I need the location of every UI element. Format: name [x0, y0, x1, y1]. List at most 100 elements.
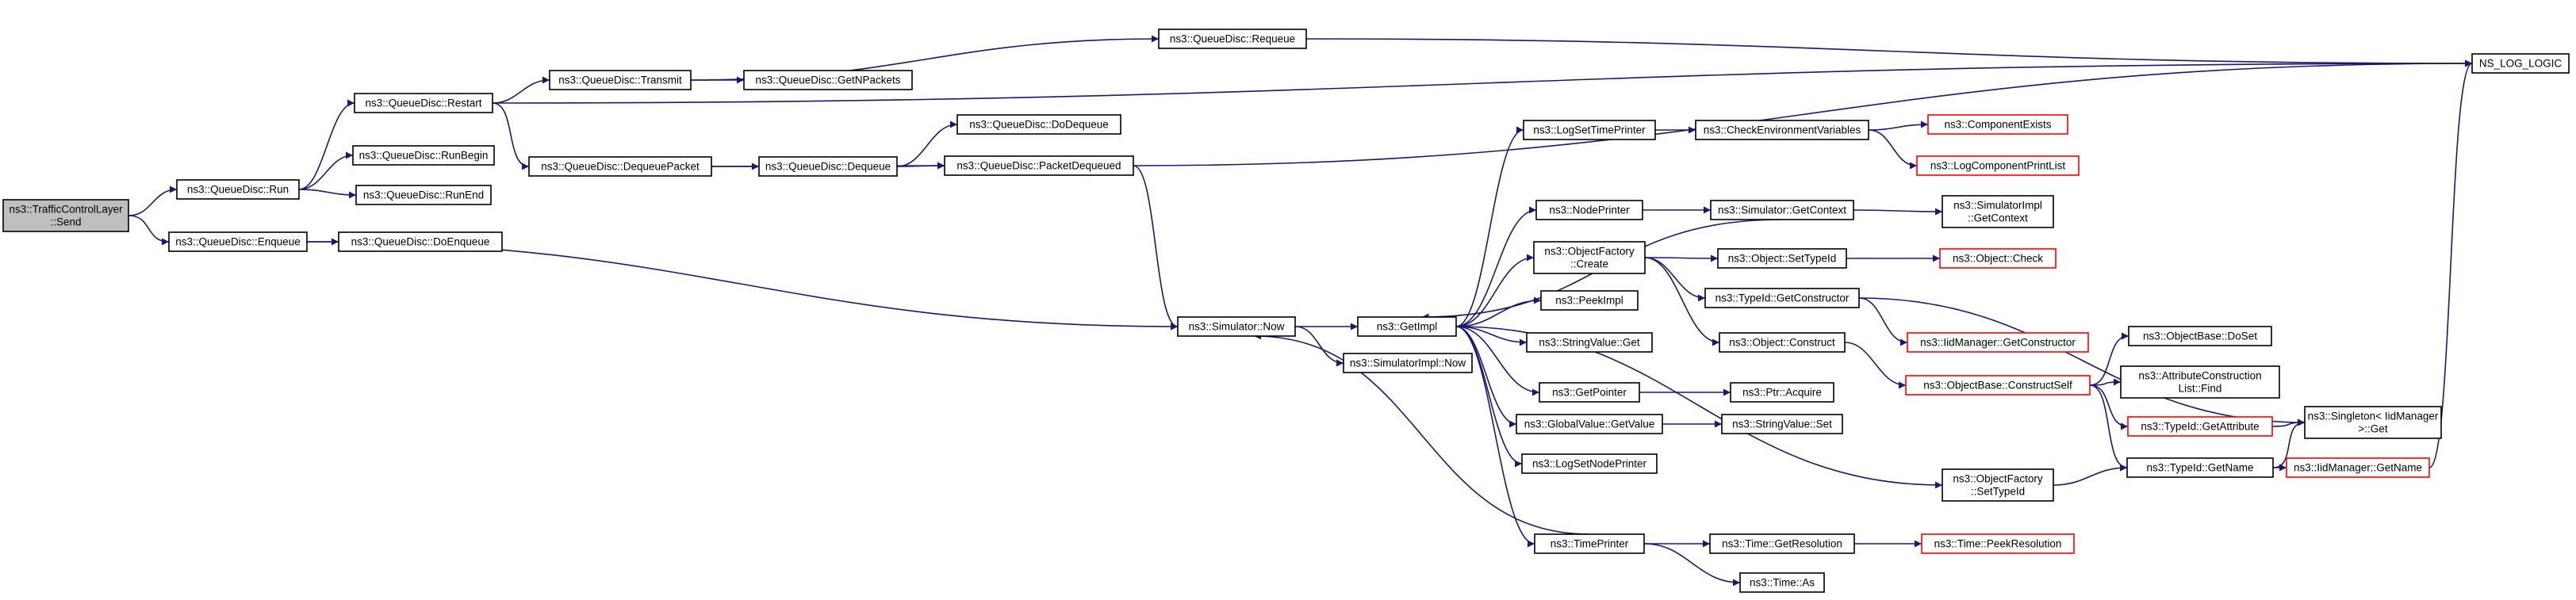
node-label: ns3::ObjectFactory — [1953, 473, 2043, 485]
node-typeid-getname[interactable]: ns3::TypeId::GetName — [2126, 457, 2274, 478]
node-time-peekresolution[interactable]: ns3::Time::PeekResolution — [1921, 533, 2075, 554]
node-componentexists[interactable]: ns3::ComponentExists — [1927, 114, 2068, 135]
node-nodeprinter[interactable]: ns3::NodePrinter — [1535, 200, 1643, 220]
node-label: ns3::ComponentExists — [1944, 119, 2051, 131]
node-label: ns3::SimulatorImpl::Now — [1350, 357, 1466, 369]
node-time-getresolution[interactable]: ns3::Time::GetResolution — [1709, 533, 1855, 554]
node-box — [2471, 53, 2570, 74]
node-tcl-send[interactable]: ns3::TrafficControlLayer::Send — [2, 199, 129, 232]
node-label: ns3::QueueDisc::Dequeue — [765, 161, 891, 173]
node-peekimpl[interactable]: ns3::PeekImpl — [1540, 290, 1639, 311]
node-qd-requeue[interactable]: ns3::QueueDisc::Requeue — [1158, 29, 1307, 49]
node-qd-getnpackets[interactable]: ns3::QueueDisc::GetNPackets — [743, 70, 913, 90]
node-label: ns3::TypeId::GetConstructor — [1715, 292, 1850, 304]
node-qd-packetdequeued[interactable]: ns3::QueueDisc::PacketDequeued — [944, 155, 1134, 176]
node-label: >::Get — [2358, 423, 2387, 435]
node-label: ns3::QueueDisc::DoEnqueue — [351, 236, 490, 248]
node-objbase-constructself[interactable]: ns3::ObjectBase::ConstructSelf — [1905, 375, 2091, 396]
node-box — [355, 185, 492, 205]
node-timeprinter[interactable]: ns3::TimePrinter — [1534, 533, 1645, 554]
node-label: ns3::QueueDisc::Run — [187, 184, 289, 196]
node-globalvalue-getvalue[interactable]: ns3::GlobalValue::GetValue — [1516, 414, 1663, 434]
node-iidmanager-getname[interactable]: ns3::IidManager::GetName — [2286, 457, 2430, 478]
call-edge — [1455, 254, 1535, 327]
call-edge — [1644, 257, 1720, 346]
node-ns-log-logic[interactable]: NS_LOG_LOGIC — [2471, 53, 2570, 74]
node-label: ns3::NodePrinter — [1549, 204, 1630, 216]
node-box — [1704, 288, 1860, 308]
node-label: ns3::Singleton< IidManager — [2308, 411, 2439, 422]
node-box — [944, 155, 1134, 176]
call-edge — [298, 189, 357, 199]
node-qd-dequeue[interactable]: ns3::QueueDisc::Dequeue — [758, 156, 898, 177]
node-singleton-get[interactable]: ns3::Singleton< IidManager>::Get — [2304, 406, 2442, 439]
call-edge — [492, 59, 2473, 104]
node-box — [1535, 200, 1643, 220]
call-edge — [2271, 418, 2306, 427]
node-qd-runbegin[interactable]: ns3::QueueDisc::RunBegin — [352, 145, 495, 166]
node-qd-run[interactable]: ns3::QueueDisc::Run — [176, 179, 300, 200]
node-box — [1526, 332, 1653, 353]
node-simimpl-now[interactable]: ns3::SimulatorImpl::Now — [1343, 353, 1473, 373]
node-typeid-getattribute[interactable]: ns3::TypeId::GetAttribute — [2127, 416, 2273, 437]
call-edge — [492, 102, 530, 170]
node-qd-dodequeue[interactable]: ns3::QueueDisc::DoDequeue — [956, 114, 1121, 135]
node-obj-construct[interactable]: ns3::Object::Construct — [1719, 332, 1846, 353]
node-label: ns3::QueueDisc::Enqueue — [175, 236, 301, 248]
node-simimpl-getcontext[interactable]: ns3::SimulatorImpl::GetContext — [1942, 195, 2054, 228]
node-qd-transmit[interactable]: ns3::QueueDisc::Transmit — [549, 70, 692, 90]
node-label: ns3::Time::PeekResolution — [1934, 538, 2062, 550]
node-obj-check[interactable]: ns3::Object::Check — [1939, 248, 2057, 269]
node-stringvalue-get[interactable]: ns3::StringValue::Get — [1526, 332, 1653, 353]
call-edge — [492, 76, 550, 104]
call-edge — [1254, 332, 1590, 535]
node-box — [352, 145, 495, 166]
call-edge — [896, 120, 958, 167]
node-qd-runend[interactable]: ns3::QueueDisc::RunEnd — [355, 185, 492, 205]
node-label: ns3::QueueDisc::PacketDequeued — [956, 160, 1121, 172]
node-sim-getcontext[interactable]: ns3::Simulator::GetContext — [1710, 200, 1854, 220]
node-label: ns3::QueueDisc::Restart — [365, 97, 481, 109]
node-objbase-doset[interactable]: ns3::ObjectBase::DoSet — [2128, 326, 2272, 346]
node-label: ns3::ObjectBase::DoSet — [2143, 331, 2257, 342]
node-box — [1907, 332, 2089, 353]
node-qd-enqueue[interactable]: ns3::QueueDisc::Enqueue — [168, 231, 308, 252]
node-label: ns3::Simulator::GetContext — [1718, 204, 1846, 216]
node-box — [1730, 382, 1834, 403]
call-edge — [1644, 257, 1706, 302]
node-box — [1719, 332, 1846, 353]
node-box — [168, 231, 308, 252]
node-box — [1721, 414, 1843, 434]
node-objfactory-create[interactable]: ns3::ObjectFactory::Create — [1533, 241, 1646, 274]
node-label: ns3::Simulator::Now — [1189, 321, 1285, 333]
node-typeid-getconstructor[interactable]: ns3::TypeId::GetConstructor — [1704, 288, 1860, 308]
node-label: List::Find — [2179, 383, 2222, 395]
node-stringvalue-set[interactable]: ns3::StringValue::Set — [1721, 414, 1843, 434]
node-obj-settypeid[interactable]: ns3::Object::SetTypeId — [1717, 248, 1847, 269]
node-getimpl[interactable]: ns3::GetImpl — [1357, 316, 1457, 337]
node-objfactory-settypeid[interactable]: ns3::ObjectFactory::SetTypeId — [1942, 468, 2054, 502]
node-box — [1709, 533, 1855, 554]
node-time-as[interactable]: ns3::Time::As — [1739, 572, 1825, 593]
node-logsetnodeprinter[interactable]: ns3::LogSetNodePrinter — [1521, 453, 1658, 474]
node-ptr-acquire[interactable]: ns3::Ptr::Acquire — [1730, 382, 1834, 403]
node-sim-now[interactable]: ns3::Simulator::Now — [1177, 316, 1296, 337]
node-label: ns3::ObjectFactory — [1544, 246, 1635, 258]
node-logcomponentprintlist[interactable]: ns3::LogComponentPrintList — [1916, 155, 2080, 176]
node-box — [1343, 353, 1473, 373]
node-box — [1158, 29, 1307, 49]
node-qd-restart[interactable]: ns3::QueueDisc::Restart — [354, 93, 493, 113]
call-edge — [1455, 326, 1540, 396]
node-getpointer[interactable]: ns3::GetPointer — [1539, 382, 1640, 403]
node-box — [1939, 248, 2057, 269]
node-box — [528, 156, 712, 177]
node-qd-dequeuepacket[interactable]: ns3::QueueDisc::DequeuePacket — [528, 156, 712, 177]
node-checkenvvars[interactable]: ns3::CheckEnvironmentVariables — [1695, 120, 1869, 140]
node-iidmanager-getconstructor[interactable]: ns3::IidManager::GetConstructor — [1907, 332, 2089, 353]
node-qd-doenqueue[interactable]: ns3::QueueDisc::DoEnqueue — [338, 231, 503, 252]
call-edge — [1858, 297, 2306, 426]
node-box — [549, 70, 692, 90]
node-logsettimeprinter[interactable]: ns3::LogSetTimePrinter — [1523, 120, 1656, 140]
node-box — [956, 114, 1121, 135]
